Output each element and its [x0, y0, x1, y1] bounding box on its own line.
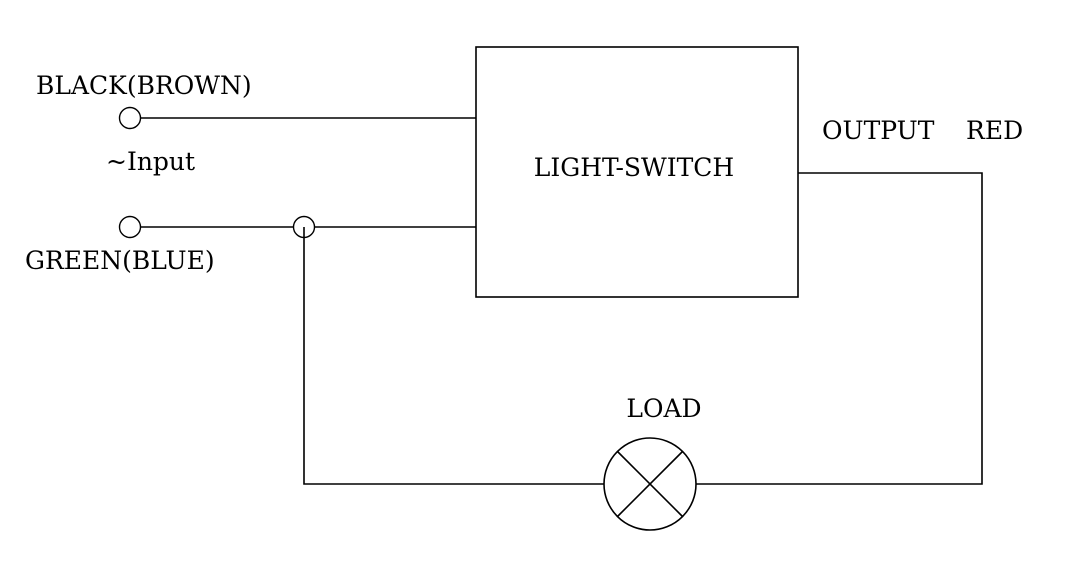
black-terminal	[118, 106, 142, 130]
output-label: OUTPUT	[822, 116, 935, 145]
load-label: LOAD	[626, 394, 701, 423]
black-wire-label: BLACK(BROWN)	[36, 71, 252, 100]
green-terminal	[118, 215, 142, 239]
load-return-wire	[303, 227, 604, 485]
output-wire	[696, 172, 983, 485]
green-wire-label: GREEN(BLUE)	[25, 246, 215, 275]
input-label: ~Input	[106, 147, 195, 176]
switch-label: LIGHT-SWITCH	[534, 153, 734, 182]
output-color-label: RED	[966, 116, 1023, 145]
lamp-icon	[603, 437, 697, 531]
light-switch-box	[475, 46, 799, 298]
